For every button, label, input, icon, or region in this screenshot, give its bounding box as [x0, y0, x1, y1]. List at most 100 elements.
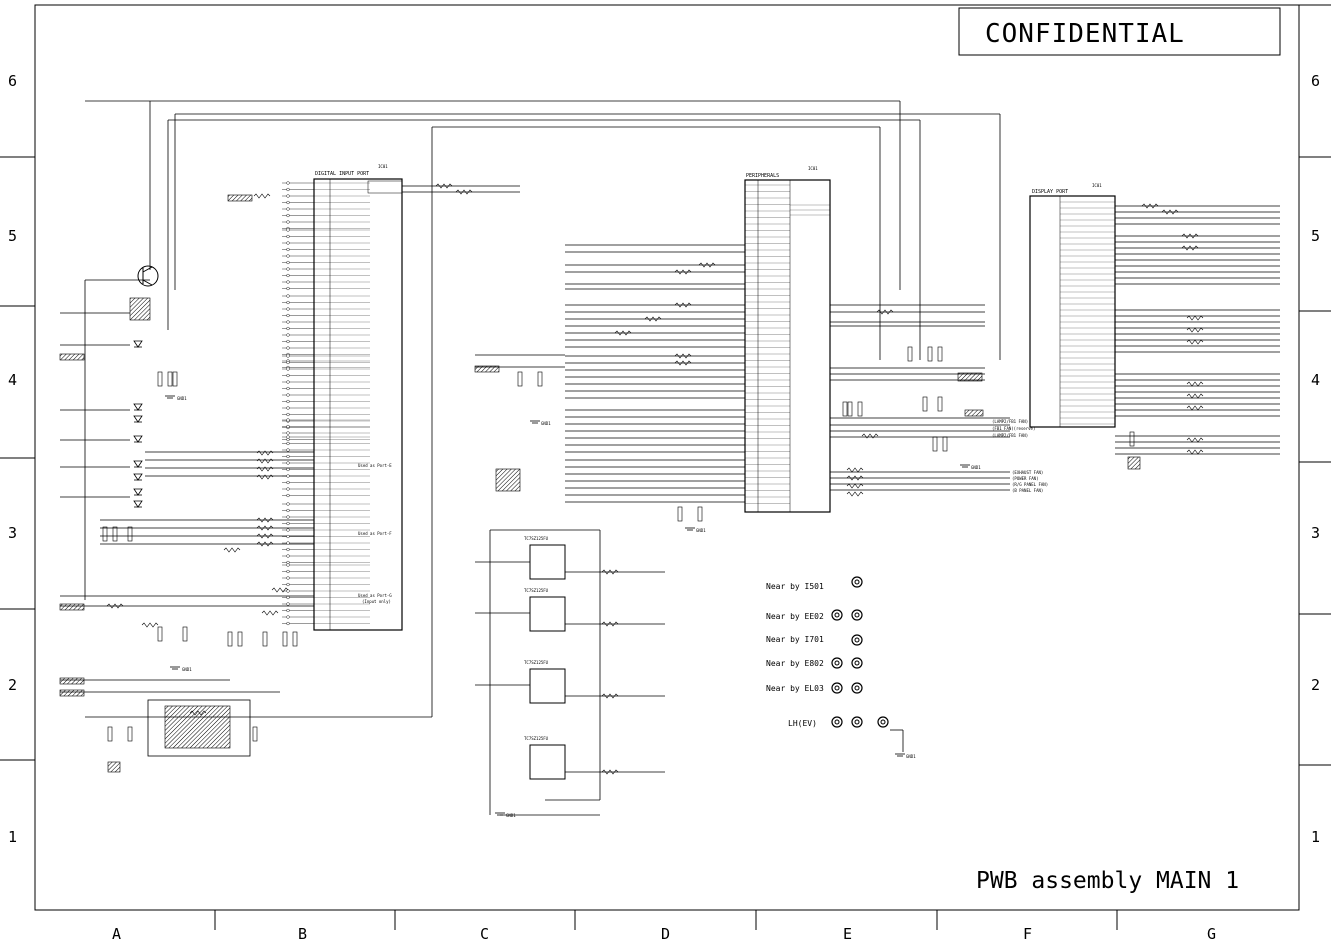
test-point [851, 716, 863, 728]
connector-pin [286, 326, 290, 331]
connector-pin [286, 360, 290, 365]
connector-pin [286, 602, 290, 606]
resistor [1186, 339, 1204, 345]
connector-pin [286, 448, 290, 452]
resistor [256, 533, 274, 539]
peripherals-title: PERIPHERALS [746, 173, 779, 179]
resistor-pack [182, 626, 188, 642]
resistor [674, 302, 692, 308]
resistor [674, 269, 692, 275]
connector-pin [286, 373, 290, 378]
connector-pin [286, 273, 290, 278]
row-labels-right: 6 5 4 3 2 1 [1311, 72, 1320, 846]
resistor-pack [252, 726, 258, 742]
buffer-ic-4: TC7SZ125FU [524, 736, 566, 780]
connector-pin [286, 582, 290, 587]
connector-pin [286, 320, 290, 324]
resistor-pack [292, 631, 298, 647]
row-label-right-3: 3 [1311, 524, 1320, 542]
connector-pin [286, 615, 290, 619]
connector-pin [286, 220, 290, 224]
buffer-ic-1-part: TC7SZ125FU [524, 536, 549, 541]
test-point-core [834, 660, 840, 666]
peripherals-ic: PERIPHERALS IC01 [744, 166, 831, 513]
fan-label-6: (R/G PANEL FAN) [1012, 482, 1048, 487]
fan-label-3: (LAMP2/FB1 FAN) [992, 433, 1028, 438]
test-point-core [854, 719, 860, 725]
connector-pin [286, 200, 290, 205]
resistor [698, 262, 716, 268]
resistor [846, 491, 864, 497]
resistor [614, 330, 632, 336]
connector-pin [286, 435, 290, 439]
resistor [189, 710, 207, 716]
port-g-sub-note: (Input only) [362, 599, 391, 604]
test-point-core [880, 719, 886, 725]
col-label-d: D [661, 925, 670, 943]
resistor [1186, 381, 1204, 387]
connector-pin [286, 280, 290, 284]
test-point-core [834, 685, 840, 691]
near-by-ee02-label: Near by EE02 [766, 612, 824, 621]
gnd-label-7: GND1 [696, 528, 706, 533]
row-label-4: 4 [8, 371, 17, 389]
connector-pin [286, 260, 290, 265]
resistor [846, 483, 864, 489]
connector-pin [286, 508, 290, 513]
resistor-pack [107, 726, 113, 742]
buffer-ic-4-part: TC7SZ125FU [524, 736, 549, 741]
resistor-pack [942, 436, 948, 452]
display-port-ref: IC01 [1092, 183, 1102, 188]
confidential-text: CONFIDENTIAL [985, 19, 1185, 49]
resistor [601, 693, 619, 699]
buffer-ic-2: TC7SZ125FU [524, 588, 566, 632]
connector-pin [286, 254, 290, 258]
row-label-right-5: 5 [1311, 227, 1320, 245]
col-label-e: E [843, 925, 852, 943]
resistor [1181, 245, 1199, 251]
gnd-label-5: GND1 [906, 754, 916, 759]
resistor [223, 547, 241, 553]
connector-pin [286, 228, 290, 232]
drawing-frame [0, 4, 1331, 930]
resistor [601, 769, 619, 775]
near-by-el03-label: Near by EL03 [766, 684, 824, 693]
resistor-pack [677, 506, 683, 522]
resistor [644, 316, 662, 322]
test-point [851, 634, 863, 646]
resistor-pack [1129, 431, 1135, 447]
col-label-g: G [1207, 925, 1216, 943]
connector-pin [286, 300, 290, 305]
connector-pin [286, 576, 290, 580]
connector-pin [286, 534, 290, 539]
connector-pin [286, 412, 290, 417]
connector-pin [286, 528, 290, 532]
connector-pin [286, 213, 290, 218]
resistor [1186, 449, 1204, 455]
protection-diodes [133, 340, 143, 508]
resistor-pack [157, 371, 163, 387]
diode [133, 403, 143, 411]
resistor-pack [907, 346, 913, 362]
confidential-stamp: CONFIDENTIAL [958, 7, 1281, 56]
display-port-ic: DISPLAY PORT IC01 [1029, 183, 1116, 428]
test-point [851, 657, 863, 669]
ground-symbols [165, 395, 970, 816]
row-label-6: 6 [8, 72, 17, 90]
resistor [256, 517, 274, 523]
resistor-pack [167, 371, 173, 387]
buffer-ic-1: TC7SZ125FU [524, 536, 566, 580]
resistor [253, 193, 271, 199]
resistor [271, 587, 289, 593]
resistor-pack [537, 371, 543, 387]
gnd-label-6: GND1 [971, 465, 981, 470]
connector-pin [286, 541, 290, 545]
connector-pin [286, 441, 290, 446]
connector-pin [286, 431, 290, 435]
ground-labels: GND1 GND1 GND1 GND1 GND1 GND1 GND1 [177, 396, 981, 818]
connector-pin [286, 393, 290, 397]
test-point [831, 609, 843, 621]
connector-pin [286, 354, 290, 358]
resistor [1186, 315, 1204, 321]
connector-pin [286, 346, 290, 350]
